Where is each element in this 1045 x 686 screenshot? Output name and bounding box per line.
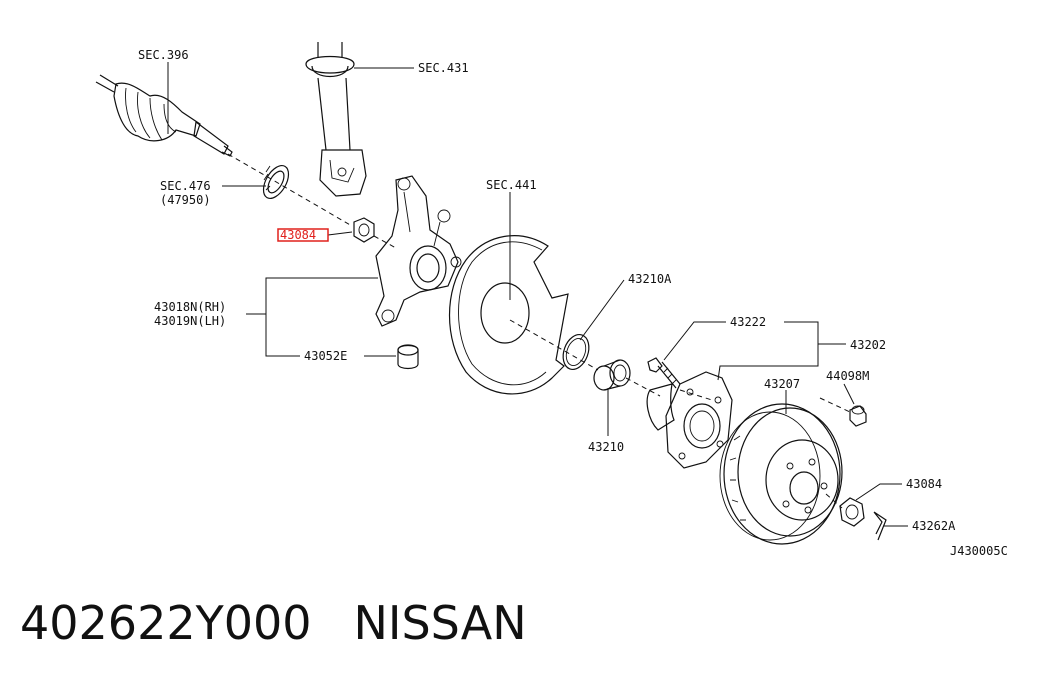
wheel-hub xyxy=(646,371,733,469)
brake-disc xyxy=(719,403,843,545)
label-43084: 43084 xyxy=(906,477,942,491)
label-43052e: 43052E xyxy=(304,349,347,363)
label-44098m: 44098M xyxy=(826,369,869,383)
hub-bolt xyxy=(647,357,681,389)
part-labels: SEC.396 SEC.431 SEC.476 (47950) 43084 43… xyxy=(138,48,1008,558)
label-sec-396: SEC.396 xyxy=(138,48,189,62)
dust-shield xyxy=(448,235,569,395)
knuckle-bushing xyxy=(397,344,419,370)
label-43018n: 43018N(RH) xyxy=(154,300,226,314)
part-caption: 402622Y000 NISSAN xyxy=(20,596,569,650)
label-sec-476-sub: (47950) xyxy=(160,193,211,207)
grease-cap xyxy=(849,405,867,427)
strut xyxy=(305,42,367,197)
label-sec-476: SEC.476 xyxy=(160,179,211,193)
diagram-code: J430005C xyxy=(950,544,1008,558)
assembly-axis-lines xyxy=(227,153,851,509)
label-sec-431: SEC.431 xyxy=(418,61,469,75)
steering-knuckle xyxy=(375,175,462,327)
hub-nut-large xyxy=(839,497,865,527)
highlight-box xyxy=(277,228,329,242)
label-highlighted-part[interactable]: 43084 xyxy=(280,228,316,242)
label-sec-441: SEC.441 xyxy=(486,178,537,192)
label-43202: 43202 xyxy=(850,338,886,352)
label-43019n: 43019N(LH) xyxy=(154,314,226,328)
hub-nut-small xyxy=(353,217,375,243)
label-43210a: 43210A xyxy=(628,272,672,286)
exploded-parts-diagram: SEC.396 SEC.431 SEC.476 (47950) 43084 43… xyxy=(95,42,1008,558)
label-43210: 43210 xyxy=(588,440,624,454)
wheel-bearing xyxy=(593,359,631,391)
label-43222: 43222 xyxy=(730,315,766,329)
cotter-pin xyxy=(873,511,887,541)
part-number: 402622Y000 xyxy=(20,596,312,650)
brand-name: NISSAN xyxy=(353,596,527,650)
label-43262a: 43262A xyxy=(912,519,956,533)
leader-lines xyxy=(167,62,908,527)
drive-shaft xyxy=(95,74,233,157)
label-43207: 43207 xyxy=(764,377,800,391)
